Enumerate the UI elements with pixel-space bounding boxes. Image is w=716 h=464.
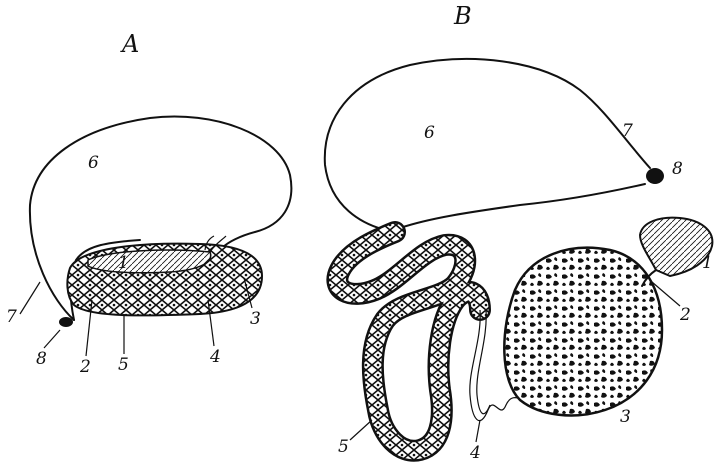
panel-b-label-6: 6 xyxy=(424,123,435,143)
panel-a-opening xyxy=(59,317,73,327)
panel-b-sac-outline xyxy=(325,59,650,232)
panel-a-label-5: 5 xyxy=(118,355,129,375)
panel-b-title: B xyxy=(453,2,472,30)
panel-b-label-5: 5 xyxy=(338,437,349,457)
panel-b-sac-lower-edge xyxy=(400,184,645,228)
panel-b-leader-4 xyxy=(476,420,480,442)
panel-b-label-2: 2 xyxy=(679,305,691,325)
panel-b-thin-tube-inner xyxy=(477,310,490,414)
panel-a-label-6: 6 xyxy=(88,153,99,173)
panel-b-label-4: 4 xyxy=(469,443,481,463)
panel-b: B 6 7 8 1 2 3 4 5 xyxy=(325,2,713,463)
panel-b-leader-5 xyxy=(350,420,372,440)
panel-b-coiled-duct-fill xyxy=(337,232,480,451)
panel-a: A 6 1 7 8 2 5 4 3 xyxy=(6,30,291,377)
panel-a-leader-8 xyxy=(44,330,60,348)
panel-a-label-2: 2 xyxy=(79,357,91,377)
panel-b-label-3: 3 xyxy=(620,407,631,427)
panel-b-round-gland xyxy=(504,248,662,416)
panel-a-label-8: 8 xyxy=(36,349,47,369)
panel-b-label-7: 7 xyxy=(622,121,633,141)
panel-a-label-7: 7 xyxy=(6,307,17,327)
panel-a-title: A xyxy=(120,30,139,58)
panel-a-label-4: 4 xyxy=(209,347,221,367)
panel-b-label-1: 1 xyxy=(702,253,713,273)
panel-a-label-3: 3 xyxy=(250,309,261,329)
panel-b-opening xyxy=(646,168,664,184)
panel-a-label-1: 1 xyxy=(118,253,129,273)
panel-b-label-8: 8 xyxy=(672,159,683,179)
panel-a-leader-7 xyxy=(20,282,40,314)
